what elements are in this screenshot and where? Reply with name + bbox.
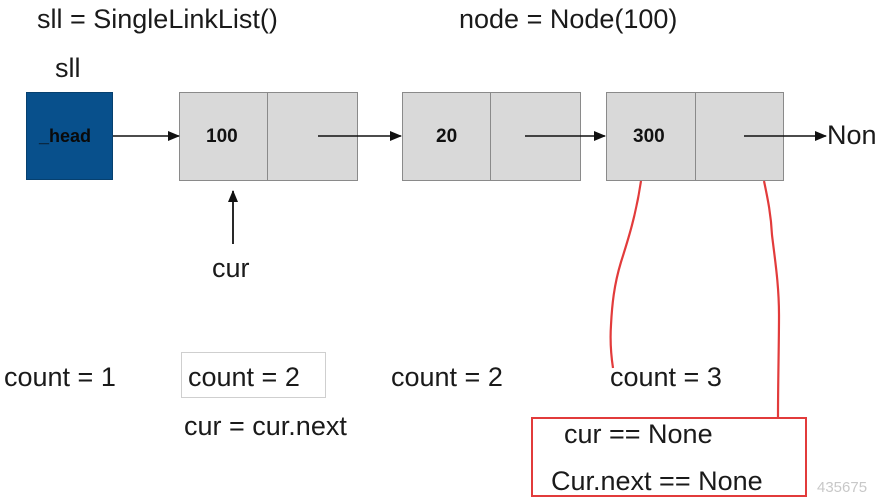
count-label-4: count = 3 [610, 362, 722, 392]
node-2-next-cell [490, 92, 581, 181]
node-2-value-cell [402, 92, 491, 181]
sll-label: sll [55, 53, 81, 83]
tail-none-label: Non [827, 120, 877, 150]
red-line-right [762, 180, 781, 418]
count-label-3: count = 2 [391, 362, 503, 392]
condition-cur-none: cur == None [564, 419, 713, 449]
node-1-value: 100 [206, 126, 238, 147]
step-code: cur = cur.next [184, 411, 347, 441]
cur-label: cur [212, 253, 250, 283]
code-create-list: sll = SingleLinkList() [37, 4, 278, 34]
count-label-2: count = 2 [188, 362, 300, 392]
head-box [26, 92, 113, 180]
node-2-value: 20 [436, 126, 458, 147]
count-2-highlight-box [181, 352, 326, 398]
node-1-next-cell [267, 92, 358, 181]
count-label-1: count = 1 [4, 362, 116, 392]
watermark: 435675 [817, 479, 868, 496]
node-3-value: 300 [633, 126, 665, 147]
code-create-node: node = Node(100) [459, 4, 678, 34]
condition-cur-next-none: Cur.next == None [551, 466, 763, 496]
node-1-value-cell [179, 92, 268, 181]
red-line-left [609, 180, 643, 369]
node-3-next-cell [695, 92, 784, 181]
head-label: _head [39, 126, 92, 146]
